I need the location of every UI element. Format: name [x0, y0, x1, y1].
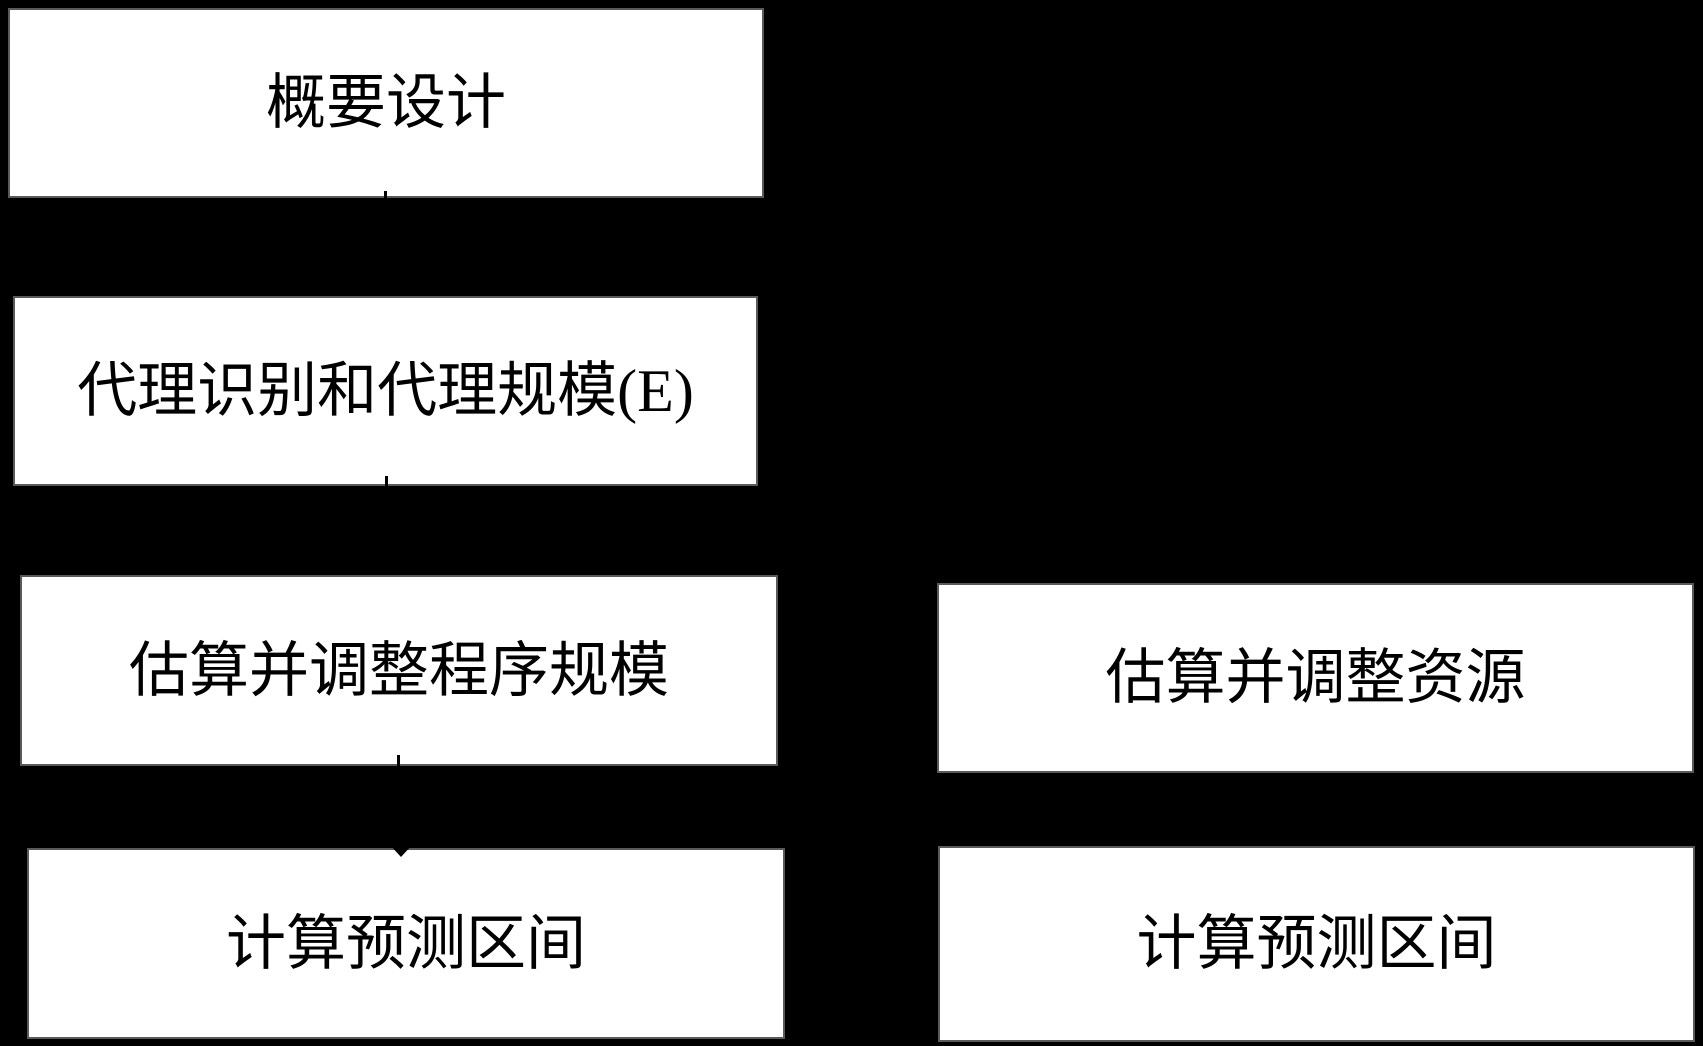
connector-summary-to-proxy-tick	[384, 191, 387, 202]
connector-program-size-to-interval-tick	[397, 755, 400, 768]
arrow-down-icon	[390, 845, 412, 857]
flow-box-estimate-program-size: 估算并调整程序规模	[20, 575, 778, 766]
flow-box-prediction-interval-left-label: 计算预测区间	[226, 910, 586, 977]
flow-box-summary-design: 概要设计	[8, 8, 764, 198]
flow-box-estimate-resources-label: 估算并调整资源	[1105, 645, 1526, 711]
flow-box-proxy-identification-label: 代理识别和代理规模(E)	[77, 358, 694, 424]
flow-box-prediction-interval-right: 计算预测区间	[938, 846, 1695, 1042]
flow-box-estimate-program-size-label: 估算并调整程序规模	[129, 637, 669, 704]
connector-proxy-to-program-size-tick	[385, 476, 388, 488]
flow-box-prediction-interval-right-label: 计算预测区间	[1136, 911, 1497, 977]
flow-box-estimate-resources: 估算并调整资源	[937, 583, 1694, 773]
flow-box-prediction-interval-left: 计算预测区间	[27, 848, 785, 1039]
flow-box-summary-design-label: 概要设计	[266, 70, 506, 136]
flow-box-proxy-identification: 代理识别和代理规模(E)	[13, 296, 758, 486]
